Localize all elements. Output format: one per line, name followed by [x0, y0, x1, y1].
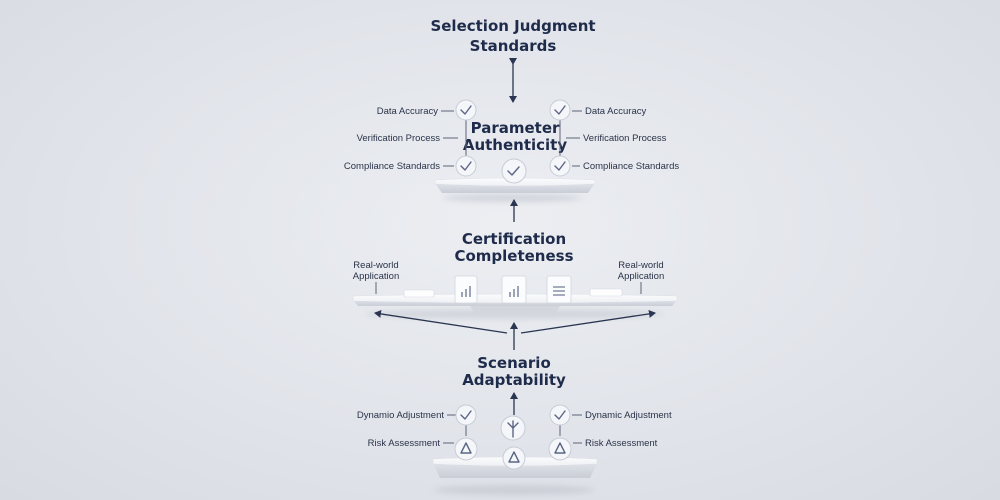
parameter-right-label-0: Data Accuracy	[585, 106, 646, 117]
check-icon	[460, 105, 472, 115]
certification-doc-1	[454, 275, 478, 304]
scenario-title-line1: Scenario	[477, 354, 551, 372]
certification-title-line1: Certification	[462, 230, 566, 248]
check-icon	[554, 161, 566, 171]
parameter-left-label-1: Verification Process	[357, 133, 441, 144]
parameter-right-item-1: Verification Process	[566, 133, 667, 144]
bar-chart-icon	[509, 286, 519, 297]
triangle-icon	[554, 442, 566, 454]
parameter-left-label-0: Data Accuracy	[377, 106, 438, 117]
parameter-center-badge	[501, 158, 527, 184]
parameter-right-label-1: Verification Process	[583, 133, 667, 144]
top-title-line1: Selection Judgment	[430, 17, 595, 35]
diverge-arrow-right	[520, 309, 656, 334]
parameter-title-line2: Authenticity	[463, 136, 568, 154]
scenario-right-label-0: Dynamic Adjustment	[585, 410, 672, 421]
certification-right-label-line2: Application	[618, 271, 664, 282]
tree-icon	[507, 420, 519, 438]
scenario-left-label-0: Dynamio Adjustment	[357, 410, 444, 421]
check-icon	[507, 166, 520, 176]
top-title-line2: Standards	[470, 37, 557, 55]
check-icon	[460, 410, 472, 420]
scenario-right-item-1: Risk Assessment	[548, 437, 658, 461]
parameter-left-label-2: Compliance Standards	[344, 161, 440, 172]
triangle-icon	[460, 442, 472, 454]
scenario-left-item-0: Dynamio Adjustment	[357, 404, 477, 426]
scenario-left-label-1: Risk Assessment	[368, 438, 441, 449]
parameter-right-item-0: Data Accuracy	[549, 99, 646, 121]
parameter-title-line1: Parameter	[471, 119, 560, 137]
scenario-left-item-1: Risk Assessment	[368, 437, 478, 461]
scenario-center-badge	[500, 415, 526, 470]
bar-chart-icon	[461, 286, 471, 297]
certification-left-label-line2: Application	[353, 271, 399, 282]
triangle-icon	[508, 451, 520, 463]
scenario-right-item-0: Dynamic Adjustment	[549, 404, 672, 426]
parameter-right-label-2: Compliance Standards	[583, 161, 679, 172]
parameter-left-item-2: Compliance Standards	[344, 155, 477, 177]
certification-left-label-line1: Real-world	[353, 260, 398, 271]
list-icon	[553, 286, 565, 296]
certification-doc-2	[501, 275, 527, 304]
parameter-right-item-2: Compliance Standards	[549, 155, 679, 177]
check-icon	[554, 410, 566, 420]
diverge-arrow-left	[374, 309, 508, 334]
scenario-title-line2: Adaptability	[462, 371, 566, 389]
certification-slab-left	[403, 289, 435, 298]
parameter-left-item-0: Data Accuracy	[377, 99, 477, 121]
parameter-left-item-1: Verification Process	[357, 133, 458, 144]
check-icon	[460, 161, 472, 171]
certification-title-line2: Completeness	[454, 247, 573, 265]
scenario-right-label-1: Risk Assessment	[585, 438, 658, 449]
check-icon	[554, 105, 566, 115]
certification-right-label-line1: Real-world	[618, 260, 663, 271]
certification-doc-3	[546, 275, 572, 304]
certification-slab-right	[589, 288, 623, 297]
